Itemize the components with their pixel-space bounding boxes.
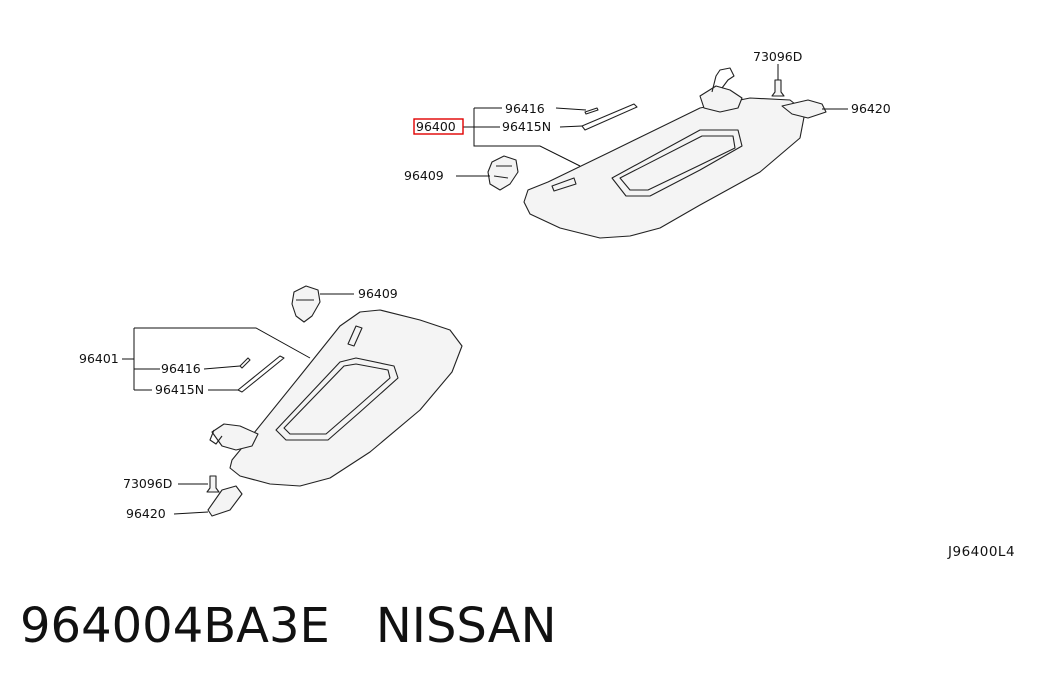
lower-hinge [211, 423, 259, 451]
lower-bracket-lines [122, 327, 311, 391]
lower-strip-96415n [237, 355, 285, 393]
lower-label-96409: 96409 [358, 286, 398, 301]
upper-mirror-inner [619, 135, 736, 191]
lower-cover-96420 [207, 485, 243, 517]
upper-screw-73096d [771, 79, 785, 97]
lower-visor-body [229, 309, 463, 487]
lower-label-73096d: 73096D [123, 476, 172, 491]
lower-hinge-rod [209, 429, 223, 445]
part-caption: 964004BA3E NISSAN [20, 596, 557, 656]
lower-mirror-frame [275, 357, 399, 441]
lower-strip-96416 [239, 357, 251, 369]
upper-visor-body [523, 97, 806, 239]
upper-bracket-lines [463, 107, 581, 167]
highlight-box [413, 118, 464, 135]
part-number: 964004BA3E [20, 598, 330, 654]
lower-visor-slot [347, 325, 363, 347]
upper-label-96420: 96420 [851, 101, 891, 116]
lower-main-label: 96401 [79, 351, 119, 366]
lower-sunvisor-assembly: 96401 96409 96416 96415N 73096D 96420 [79, 285, 463, 521]
upper-hinge [699, 85, 743, 113]
upper-visor-slot [551, 177, 577, 192]
lower-mirror-inner [283, 363, 391, 435]
lower-leader-96420 [173, 511, 209, 515]
upper-label-73096d: 73096D [753, 49, 802, 64]
diagram-ref-code: J96400L4 [947, 544, 1015, 560]
upper-strip-96415n [581, 103, 638, 131]
upper-cover-96420 [781, 99, 827, 119]
upper-leader-96416 [555, 107, 587, 111]
lower-leader-96416 [203, 365, 241, 370]
upper-hinge-rod [711, 67, 735, 93]
upper-label-96415n: 96415N [502, 119, 551, 134]
lower-clip-96409 [291, 285, 321, 323]
lower-label-96416: 96416 [161, 361, 201, 376]
upper-label-96409: 96409 [404, 168, 444, 183]
upper-sunvisor-assembly: 96400 96416 96415N 96409 73096D 96420 [404, 49, 891, 239]
upper-leader-96415n [559, 125, 583, 128]
upper-clip-detail [493, 165, 512, 179]
brand-name: NISSAN [375, 598, 557, 654]
upper-label-96416: 96416 [505, 101, 545, 116]
upper-mirror-frame [611, 129, 743, 197]
upper-strip-96416 [584, 107, 599, 115]
upper-main-label[interactable]: 96400 [416, 119, 456, 134]
upper-clip-96409 [487, 155, 519, 191]
lower-screw-73096d [206, 475, 220, 493]
lower-label-96420: 96420 [126, 506, 166, 521]
lower-label-96415n: 96415N [155, 382, 204, 397]
